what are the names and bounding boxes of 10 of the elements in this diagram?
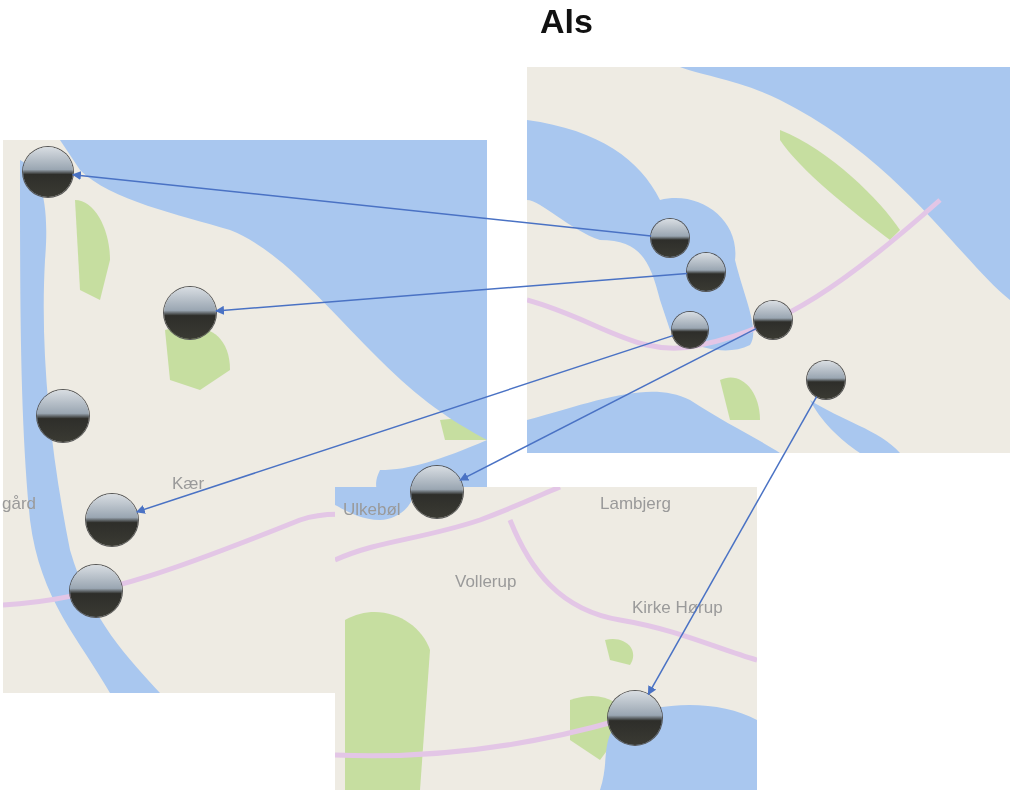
place-name: Kær bbox=[172, 474, 205, 494]
arrow bbox=[647, 395, 818, 696]
title: Als bbox=[540, 2, 593, 41]
place-name: Lambjerg bbox=[600, 494, 671, 514]
arrow bbox=[135, 334, 674, 514]
arrow bbox=[215, 272, 688, 315]
arrow bbox=[71, 171, 652, 237]
place-name: Ulkebøl bbox=[343, 500, 401, 520]
place-name: Vollerup bbox=[455, 572, 517, 592]
arrow bbox=[459, 327, 757, 481]
